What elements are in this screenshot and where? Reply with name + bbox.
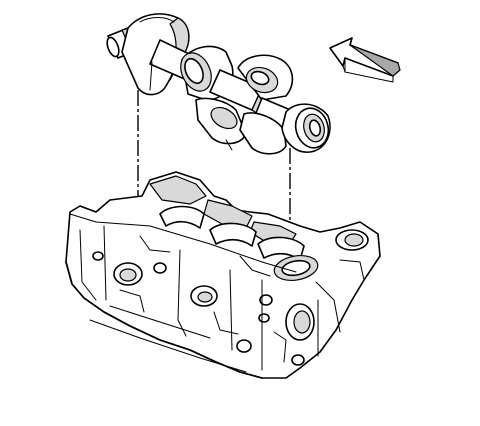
- arrow-left-down-icon: [329, 37, 401, 83]
- crankshaft-illustration: [106, 13, 331, 155]
- engine-block-illustration: [65, 171, 381, 379]
